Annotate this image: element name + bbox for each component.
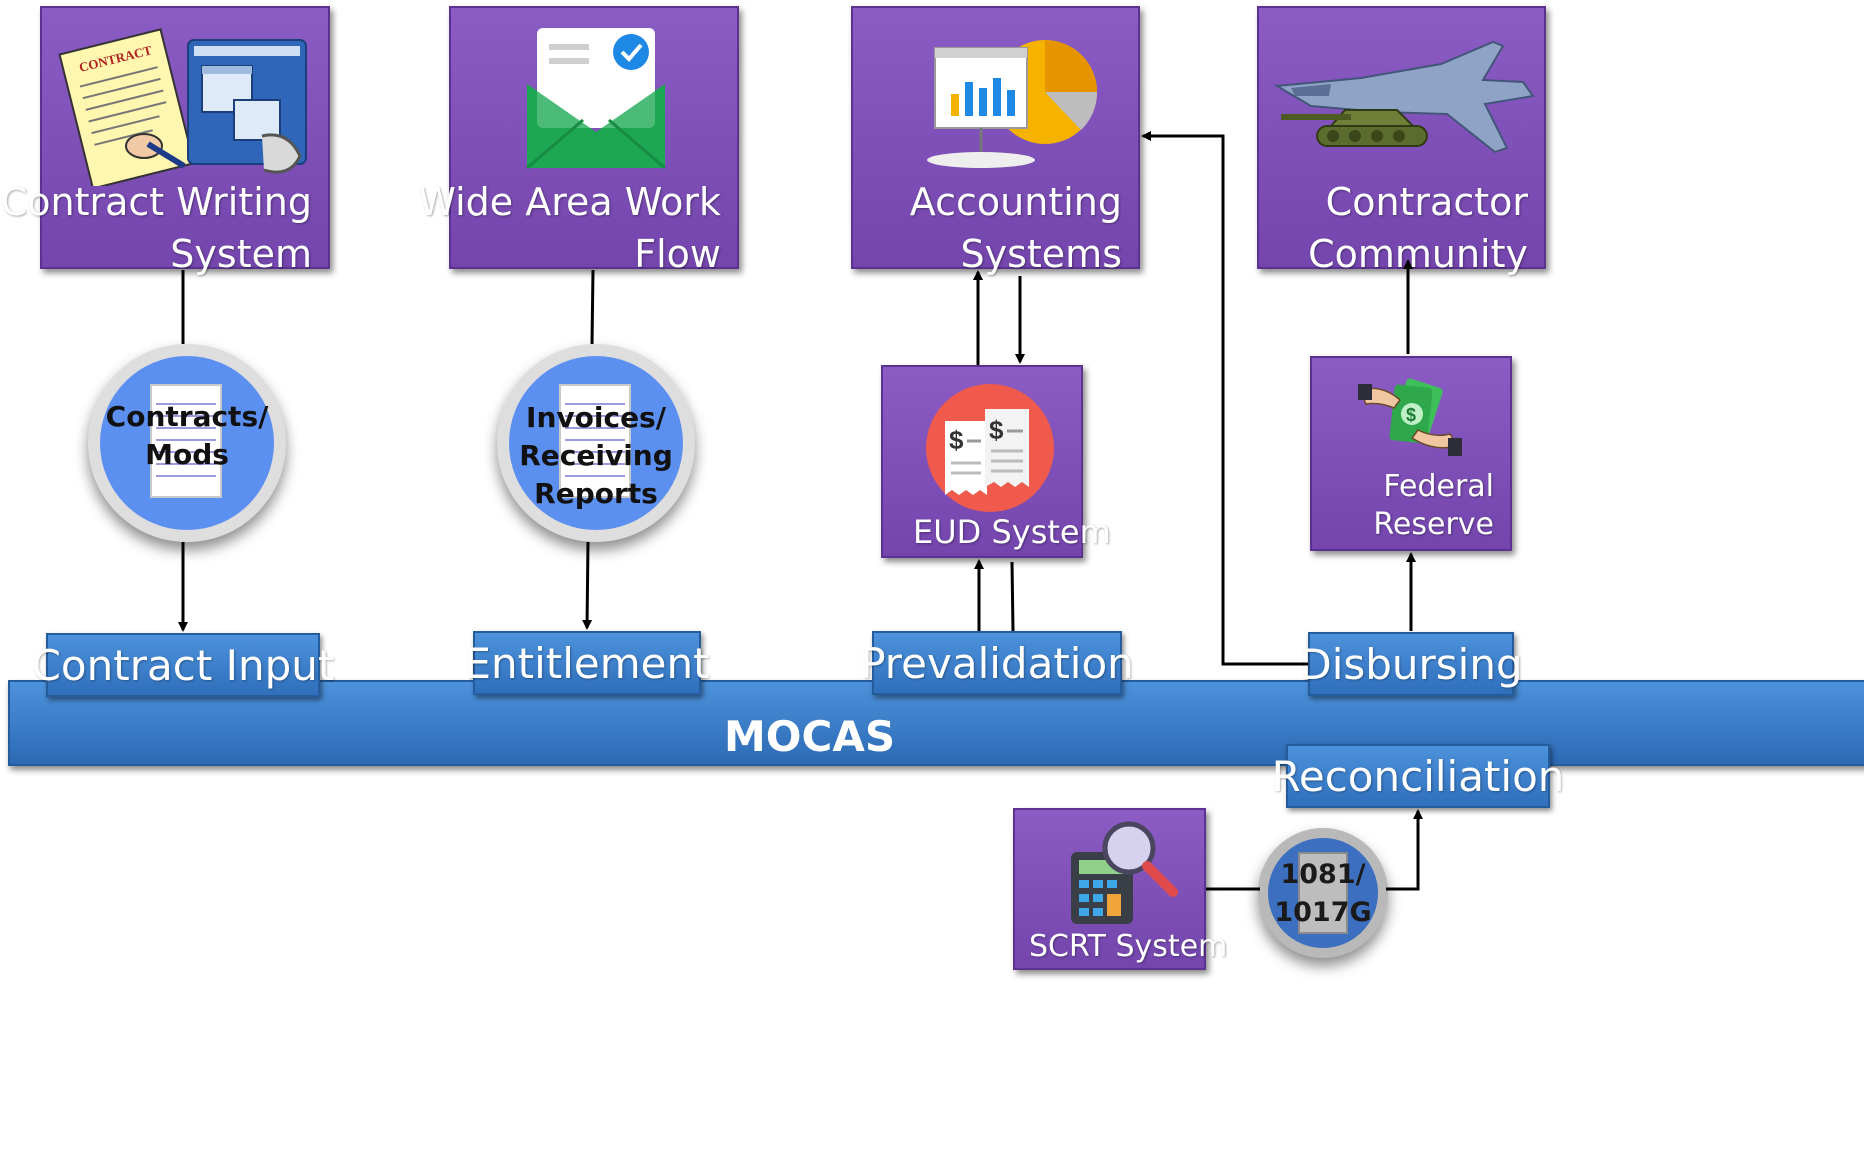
mocas-label: MOCAS [724,712,896,761]
document-icon [1298,852,1348,934]
label-line-1: Contract Writing [0,180,312,224]
wawf-label: Wide Area Work Flow [418,176,721,280]
label-line-2: Receiving [519,439,673,472]
jet-tank-icon [1273,40,1535,154]
label-line-1: Contractor [1325,180,1528,224]
label-line-1: Invoices/ [526,401,666,434]
label-line-1: Accounting [909,180,1122,224]
eud-system-label: EUD System [913,513,1111,551]
label-line-1: Contracts/ [105,400,269,433]
label-line-2: 1017G [1274,897,1372,928]
label-line-2: Community [1308,232,1528,276]
module-entitlement[interactable]: Entitlement [464,631,710,695]
connector-wawf-to-invoices [590,269,595,345]
wawf-system-box[interactable]: Wide Area Work Flow [418,6,739,276]
money-handoff-icon: $ [1358,378,1462,456]
module-contract-input[interactable]: Contract Input [32,633,334,697]
label-line-2: Reserve [1373,507,1494,542]
svg-text:$: $ [1406,405,1416,425]
federal-reserve-box[interactable]: $ Federal Reserve [1310,356,1512,551]
eud-system-box[interactable]: $ $ EUD System [881,365,1111,558]
receipts-icon: $ $ [926,384,1054,512]
contracts-mods-label: Contracts/ Mods [88,398,286,474]
contractor-community-label: Contractor Community [1308,176,1528,280]
accounting-systems-box[interactable]: Accounting Systems [851,6,1140,276]
scrt-system-box[interactable]: SCRT System [1013,808,1227,970]
label-line-2: Mods [145,438,229,471]
connector-eud-to-prevalidation [1010,561,1015,632]
module-prevalidation[interactable]: Prevalidation [860,631,1134,695]
contract-document-icon: CONTRACT [58,28,307,186]
module-disbursing[interactable]: Disbursing [1299,632,1523,696]
contract-writing-system-box[interactable]: CONTRACT Contract Writing System [1,6,330,276]
contracts-mods-disc: Contracts/ Mods [88,344,286,542]
invoices-receiving-reports-label: Invoices/ Receiving Reports [497,399,695,513]
forms-1081-1017g-disc: 1081/ 1017G [1258,828,1388,958]
contractor-community-box[interactable]: Contractor Community [1257,6,1546,276]
scrt-system-label: SCRT System [1029,929,1228,964]
envelope-check-icon [526,28,666,170]
svg-text:$: $ [989,415,1004,445]
module-reconciliation[interactable]: Reconciliation [1272,744,1564,808]
document-icon [559,384,631,498]
label-line-2: Systems [960,232,1123,276]
federal-reserve-label: Federal Reserve [1373,468,1494,544]
label-line-1: Federal [1383,469,1494,504]
calculator-magnifier-icon [1071,821,1178,924]
forms-1081-1017g-label: 1081/ 1017G [1258,856,1388,932]
svg-text:$: $ [949,425,964,455]
label-line-2: System [170,232,312,276]
label-line-3: Reports [534,477,658,510]
arrow-disbursing-to-accounting [1141,131,1308,666]
presentation-pie-chart-icon [927,40,1098,168]
label-line-1: Wide Area Work [418,180,721,224]
arrow-invoices-to-entitlement [582,541,593,630]
label-line-2: Flow [634,232,721,276]
contract-writing-system-label: Contract Writing System [1,176,312,280]
document-icon [150,384,222,498]
label-line-1: 1081/ [1280,859,1366,890]
invoices-receiving-reports-disc: Invoices/ Receiving Reports [497,344,695,542]
arrow-forms-to-reconciliation [1386,809,1423,891]
accounting-systems-label: Accounting Systems [910,176,1122,280]
